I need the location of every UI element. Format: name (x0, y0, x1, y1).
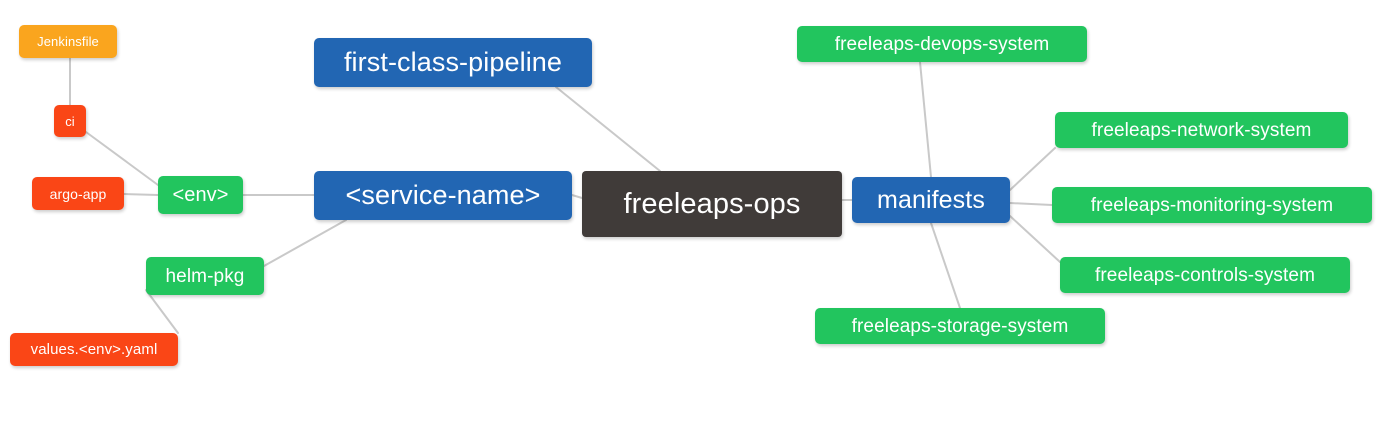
edge-manifests-to-devops (919, 61, 932, 178)
node-label: freeleaps-controls-system (1094, 264, 1316, 286)
node-label: freeleaps-monitoring-system (1090, 194, 1334, 216)
node-service-name[interactable]: <service-name> (314, 171, 572, 220)
edge-manifests-to-network (1009, 147, 1056, 191)
edge-helm-pkg-to-service-name (263, 219, 347, 267)
node-freeleaps-ops[interactable]: freeleaps-ops (582, 171, 842, 237)
node-label: argo-app (49, 185, 107, 202)
node-pipeline[interactable]: first-class-pipeline (314, 38, 592, 87)
node-label: ci (65, 113, 75, 129)
node-helm-pkg[interactable]: helm-pkg (146, 257, 264, 295)
node-label: freeleaps-storage-system (851, 315, 1069, 337)
edge-manifests-to-monitoring (1009, 202, 1053, 206)
node-storage[interactable]: freeleaps-storage-system (815, 308, 1105, 344)
node-ci[interactable]: ci (54, 105, 86, 137)
node-label: values.<env>.yaml (30, 341, 158, 358)
node-label: freeleaps-devops-system (834, 33, 1050, 55)
node-label: manifests (877, 185, 985, 214)
node-manifests[interactable]: manifests (852, 177, 1010, 223)
edge-values-yaml-to-helm-pkg (145, 289, 179, 334)
node-argo-app[interactable]: argo-app (32, 177, 124, 210)
edge-service-name-to-freeleaps-ops (571, 194, 583, 199)
edge-manifests-to-storage (930, 222, 961, 309)
node-label: helm-pkg (165, 265, 245, 287)
node-jenkinsfile[interactable]: Jenkinsfile (19, 25, 117, 58)
node-label: freeleaps-network-system (1091, 119, 1312, 141)
node-label: first-class-pipeline (343, 47, 563, 77)
edge-argo-app-to-env (123, 193, 159, 196)
node-network[interactable]: freeleaps-network-system (1055, 112, 1348, 148)
node-values-yaml[interactable]: values.<env>.yaml (10, 333, 178, 366)
node-label: <service-name> (345, 180, 541, 210)
node-label: Jenkinsfile (37, 34, 99, 49)
node-controls[interactable]: freeleaps-controls-system (1060, 257, 1350, 293)
node-env[interactable]: <env> (158, 176, 243, 214)
edge-pipeline-to-freeleaps-ops (555, 86, 661, 172)
edge-manifests-to-controls (1009, 215, 1061, 263)
node-devops[interactable]: freeleaps-devops-system (797, 26, 1087, 62)
node-label: freeleaps-ops (623, 187, 801, 220)
node-monitoring[interactable]: freeleaps-monitoring-system (1052, 187, 1372, 223)
node-label: <env> (172, 184, 229, 206)
